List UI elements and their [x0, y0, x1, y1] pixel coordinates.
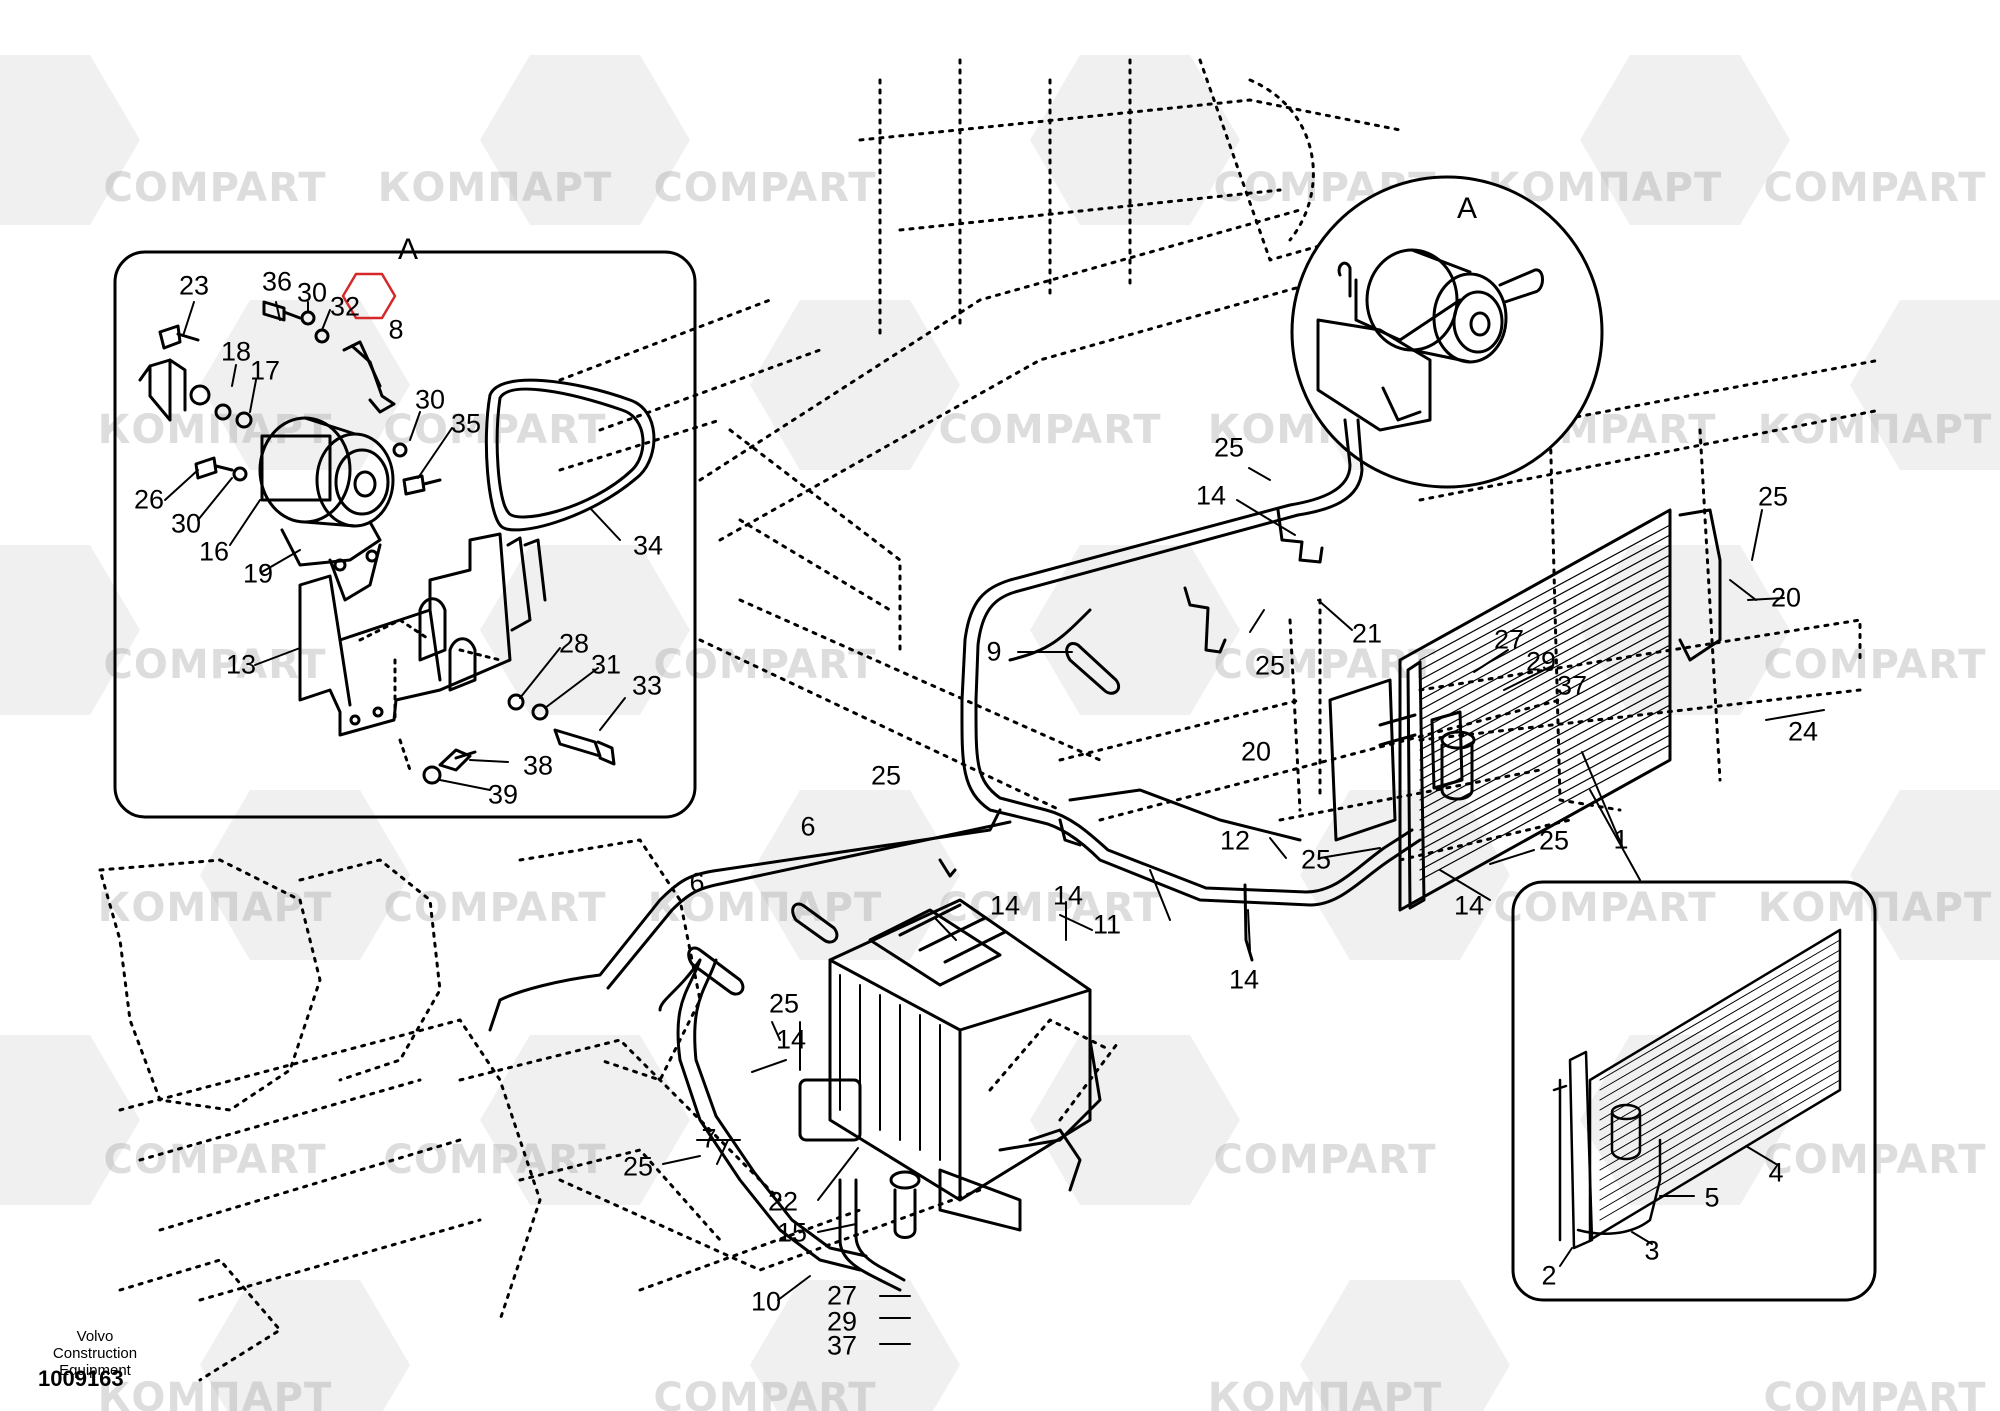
condenser-detail [1552, 928, 1842, 1250]
callout-label: 37 [1556, 670, 1588, 701]
callout-label: 1 [1613, 824, 1629, 855]
callout-label: 30 [170, 508, 202, 539]
callout-label: 25 [1254, 650, 1286, 681]
callout-label: 7 [701, 1123, 717, 1154]
detail-view-a-frame [113, 250, 697, 819]
callout-label: 39 [487, 779, 519, 810]
callout-label: 16 [198, 536, 230, 567]
callout-label: 20 [1240, 736, 1272, 767]
callout-label: 19 [242, 558, 274, 589]
compressor-mounted-view [1316, 248, 1544, 432]
callout-label: 22 [767, 1186, 799, 1217]
callout-label: 28 [558, 628, 590, 659]
callout-label: 34 [632, 530, 664, 561]
callout-label: 4 [1768, 1157, 1784, 1188]
callout-label: 26 [133, 484, 165, 515]
refrigerant-hoses [488, 418, 1422, 1292]
callout-label: 25 [870, 760, 902, 791]
callout-label: 35 [450, 408, 482, 439]
part-8-highlight-hexagon [341, 272, 397, 320]
callout-label: 25 [768, 988, 800, 1019]
callout-label: 37 [826, 1330, 858, 1361]
callout-label: 29 [1525, 646, 1557, 677]
callout-label: 25 [622, 1151, 654, 1182]
callout-label: 14 [1052, 880, 1084, 911]
callout-label: 31 [590, 649, 622, 680]
callout-label: 11 [1092, 909, 1122, 940]
detail-view-label: A [1456, 192, 1478, 225]
callout-label: 15 [776, 1217, 808, 1248]
callout-label: 14 [775, 1024, 807, 1055]
machine-frame-outline [98, 58, 1882, 1382]
condenser-detail-frame [1511, 880, 1877, 1302]
callout-label: 21 [1351, 618, 1383, 649]
leader-lines [164, 301, 1825, 1345]
evaporator-unit [798, 898, 1102, 1239]
callout-label: 27 [826, 1280, 858, 1311]
condenser-main [1328, 508, 1722, 912]
callout-label: 24 [1787, 716, 1819, 747]
callout-label: 30 [414, 384, 446, 415]
callout-label: 23 [178, 270, 210, 301]
callout-label: 6 [689, 867, 705, 898]
callout-label: 14 [1453, 890, 1485, 921]
callout-label: 2 [1541, 1260, 1557, 1291]
callout-label: 25 [1300, 844, 1332, 875]
callout-label: 18 [220, 336, 252, 367]
callout-label: 29 [826, 1306, 858, 1337]
callout-label: 17 [249, 355, 281, 386]
compressor-assembly [138, 300, 656, 785]
callout-label: 6 [800, 811, 816, 842]
callout-label: 12 [1219, 825, 1251, 856]
callout-label: 36 [261, 266, 293, 297]
callout-label: 25 [1213, 432, 1245, 463]
callout-label-part-8: 8 [388, 314, 404, 345]
callout-label: 9 [986, 636, 1002, 667]
callout-label: 25 [1538, 825, 1570, 856]
callout-label: 10 [750, 1286, 782, 1317]
callout-label: 30 [296, 277, 328, 308]
callout-label: 32 [329, 291, 361, 322]
callout-label: 3 [1644, 1235, 1660, 1266]
hose-bands [687, 642, 1121, 996]
detail-view-label: A [397, 233, 419, 266]
callout-label: 27 [1493, 624, 1525, 655]
callout-label: 20 [1770, 582, 1802, 613]
callout-label: 38 [522, 750, 554, 781]
callout-label: 5 [1704, 1182, 1720, 1213]
callout-label: 14 [989, 890, 1021, 921]
callout-label: 14 [1195, 480, 1227, 511]
document-id: 1009163 [38, 1366, 124, 1391]
callout-label: 25 [1757, 481, 1789, 512]
manufacturer-credit: Volvo Construction Equipment [52, 1328, 138, 1379]
callout-label: 13 [225, 649, 257, 680]
callout-label: 33 [631, 670, 663, 701]
callout-label: 14 [1228, 964, 1260, 995]
